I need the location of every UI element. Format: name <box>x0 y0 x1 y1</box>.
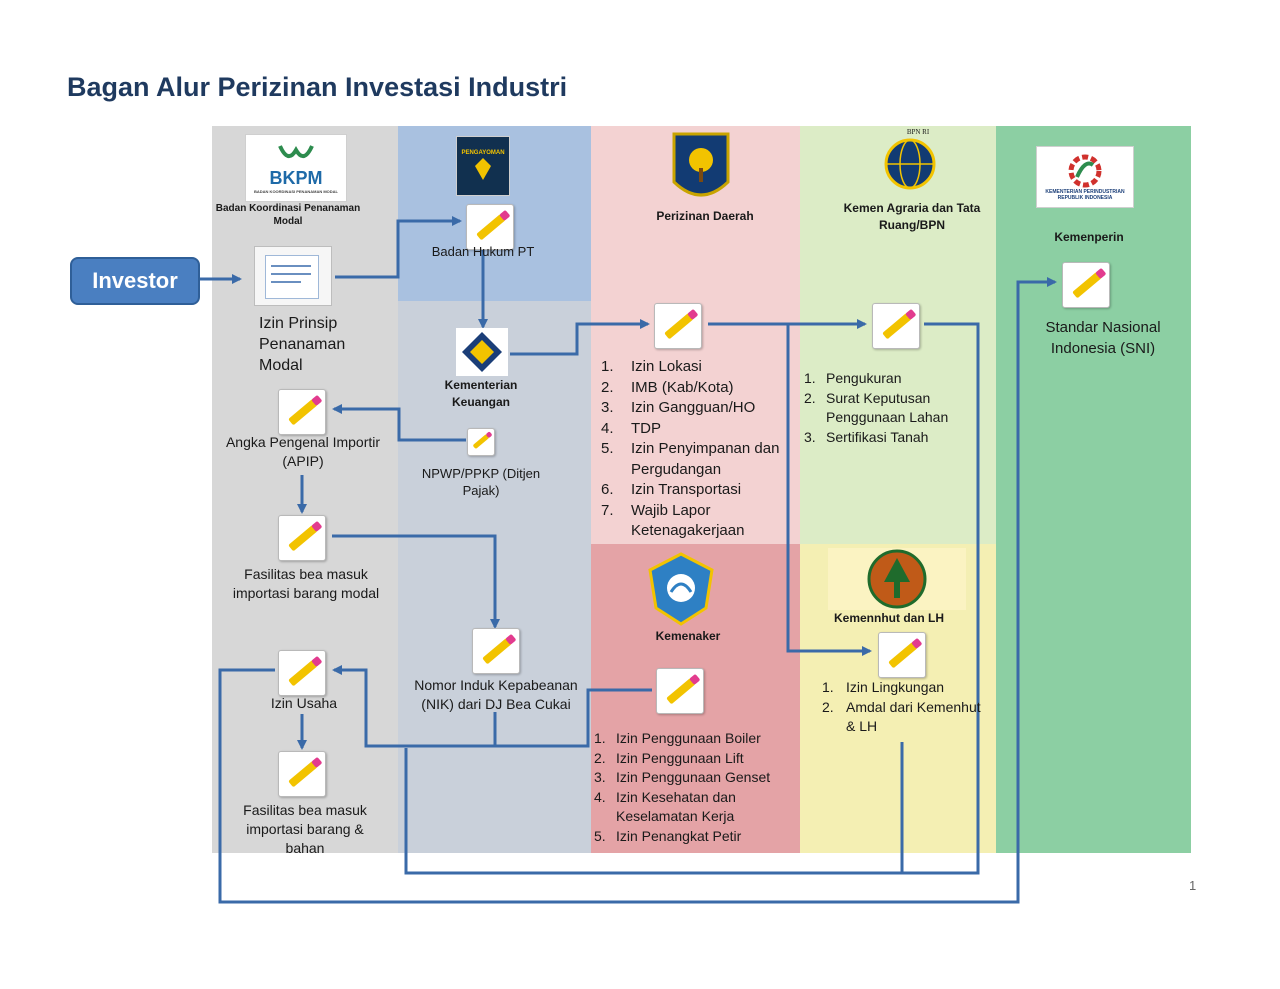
kemenkeu-logo <box>456 328 508 376</box>
list-item: 2.IMB (Kab/Kota) <box>601 378 734 396</box>
page-number: 1 <box>1189 878 1197 893</box>
bkpm-emblem-icon <box>278 145 314 158</box>
bpn-logo <box>878 130 942 192</box>
kemenhut-logo <box>828 548 966 610</box>
list-item: 4.TDP <box>601 419 661 437</box>
kemenaker-emblem-icon <box>648 552 714 626</box>
izin-usaha-document-icon <box>278 650 326 696</box>
bpn-logo-text: BPN RI <box>906 128 930 136</box>
arrow-nik-izin-usaha <box>332 665 497 748</box>
fasilitas-modal-label: Fasilitas bea masuk importasi barang mod… <box>232 566 380 601</box>
arrow-kemenkeu-daerah <box>510 319 650 356</box>
bkpm-logo-text: BKPM <box>269 168 323 188</box>
sni-label: Standar Nasional Indonesia (SNI) <box>1045 319 1161 357</box>
kemenkeu-emblem-icon <box>462 332 502 372</box>
perizinan-daerah-list: 1.Izin Lokasi 2.IMB (Kab/Kota) 3.Izin Ga… <box>601 357 793 542</box>
izin-prinsip-label: Izin Prinsip Penanaman Modal <box>259 315 346 374</box>
kemenperin-header: Kemenperin <box>1054 230 1124 244</box>
kemenperin-gear-icon <box>1068 154 1102 188</box>
arrow-daerah-kemenhut <box>786 324 872 656</box>
list-item: 2.Amdal dari Kemenhut & LH <box>822 698 981 735</box>
agraria-document-icon <box>872 303 920 349</box>
fasilitas-modal-document-icon <box>278 515 326 561</box>
bpn-globe-icon <box>884 138 936 190</box>
list-item: 4.Izin Kesehatan dan Keselamatan Kerja <box>594 788 736 825</box>
arrow-izin-prinsip-badan-hukum <box>335 216 462 279</box>
bkpm-logo: BKPM BADAN KOORDINASI PENANAMAN MODAL <box>245 134 347 202</box>
list-item: 3.Sertifikasi Tanah <box>804 428 929 445</box>
arrow-fasilitas-nik <box>332 534 500 629</box>
list-item: 2.Izin Penggunaan Lift <box>594 749 744 766</box>
arrow-kemenaker-izin-usaha <box>495 688 652 748</box>
perizinan-daerah-document-icon <box>654 303 702 349</box>
fasilitas-bahan-document-icon <box>278 751 326 797</box>
list-item: 2.Surat Keputusan Penggunaan Lahan <box>804 389 949 426</box>
column-kemenperin <box>996 126 1191 853</box>
list-item: 6.Izin Transportasi <box>601 481 742 498</box>
nik-label: Nomor Induk Kepabeanan (NIK) dari DJ Bea… <box>414 677 578 712</box>
izin-prinsip-clipboard-icon <box>254 246 332 306</box>
npwp-label: NPWP/PPKP (Ditjen Pajak) <box>421 466 541 498</box>
perizinan-daerah-logo <box>670 130 732 208</box>
kemenperin-logo-text: KEMENTERIAN PERINDUSTRIAN REPUBLIK INDON… <box>1045 189 1125 201</box>
arrow-npwp-apip <box>332 404 466 442</box>
kemenaker-document-icon <box>656 668 704 714</box>
kemendagri-shield-icon <box>672 132 730 197</box>
kemenhut-list: 1.Izin Lingkungan 2.Amdal dari Kemenhut … <box>822 678 982 737</box>
kemenaker-header: Kemenaker <box>655 629 721 643</box>
page-title: Bagan Alur Perizinan Investasi Industri <box>67 72 568 102</box>
apip-label: Angka Pengenal Importir (APIP) <box>225 434 381 469</box>
list-item: 3.Izin Penggunaan Genset <box>594 769 771 785</box>
list-item: 1.Izin Penggunaan Boiler <box>594 730 761 746</box>
investor-box: Investor <box>70 257 200 305</box>
kemenaker-logo <box>646 552 716 626</box>
list-item: 3.Izin Gangguan/HO <box>601 399 756 416</box>
apip-document-icon <box>278 389 326 435</box>
kemenhut-document-icon <box>878 632 926 678</box>
kemenaker-list: 1.Izin Penggunaan Boiler 2.Izin Pengguna… <box>594 729 794 846</box>
kemenhut-tree-icon <box>867 549 927 609</box>
sni-document-icon <box>1062 262 1110 308</box>
kemenkeu-label: Kementerian Keuangan <box>444 378 518 409</box>
fasilitas-bahan-label: Fasilitas bea masuk importasi barang & b… <box>243 802 367 856</box>
arrow-loop-kemenperin <box>218 277 1057 904</box>
bkpm-header: Badan Koordinasi Penanaman Modal <box>215 203 361 227</box>
perizinan-daerah-header: Perizinan Daerah <box>656 209 754 223</box>
list-item: 1.Izin Lingkungan <box>822 679 945 695</box>
kemenkumham-logo: PENGAYOMAN <box>456 136 510 196</box>
badan-hukum-label: Badan Hukum PT <box>431 244 535 259</box>
nik-document-icon <box>472 628 520 674</box>
agraria-list: 1.Pengukuran 2.Surat Keputusan Penggunaa… <box>804 369 990 447</box>
list-item: 1.Izin Lokasi <box>601 358 702 375</box>
badan-hukum-document-icon <box>466 204 514 250</box>
list-item: 7.Wajib Lapor Ketenagakerjaan <box>601 501 745 540</box>
arrow-agraria-loop <box>404 322 980 875</box>
bkpm-logo-subtext: BADAN KOORDINASI PENANAMAN MODAL <box>254 189 338 194</box>
izin-usaha-label: Izin Usaha <box>270 695 338 711</box>
kemenhut-header: Kemennhut dan LH <box>834 611 944 625</box>
list-item: 5.Izin Penyimpanan dan Pergudangan <box>601 440 780 478</box>
kemenkumham-emblem-icon <box>475 158 491 180</box>
npwp-document-icon <box>467 428 495 456</box>
list-item: 1.Pengukuran <box>804 370 902 386</box>
list-item: 5.Izin Penangkat Petir <box>594 827 742 844</box>
kemenkumham-logo-text: PENGAYOMAN <box>461 150 505 156</box>
kemenperin-logo: KEMENTERIAN PERINDUSTRIAN REPUBLIK INDON… <box>1036 146 1134 208</box>
agraria-header: Kemen Agraria dan Tata Ruang/BPN <box>843 201 981 232</box>
